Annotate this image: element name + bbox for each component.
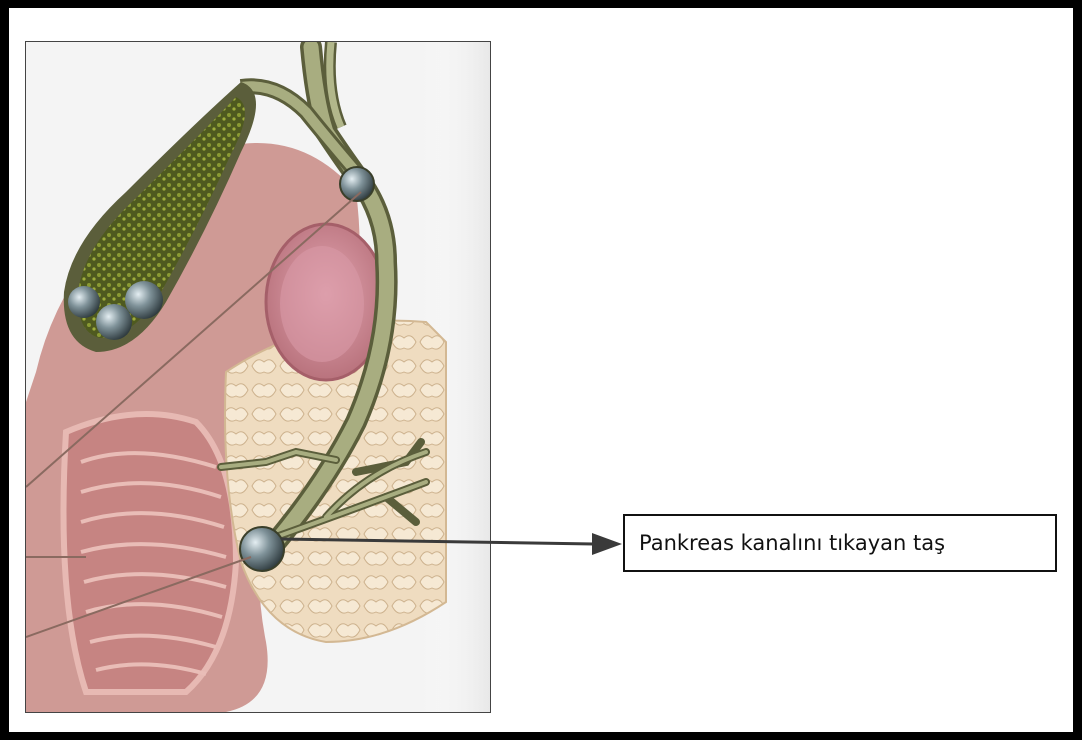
gallstone-1 (68, 286, 100, 318)
biliary-anatomy-drawing (26, 42, 490, 712)
pancreatic-duct-stone (240, 527, 284, 571)
anatomy-illustration (25, 41, 491, 713)
duodenal-bulb-inner (280, 246, 364, 362)
diagram-frame: Pankreas kanalını tıkayan taş (9, 8, 1073, 732)
gallstone-3 (125, 281, 163, 319)
annotation-label: Pankreas kanalını tıkayan taş (639, 531, 945, 555)
annotation-label-box: Pankreas kanalını tıkayan taş (623, 514, 1057, 572)
arrow-head (592, 533, 622, 555)
gallstone-2 (96, 304, 132, 340)
